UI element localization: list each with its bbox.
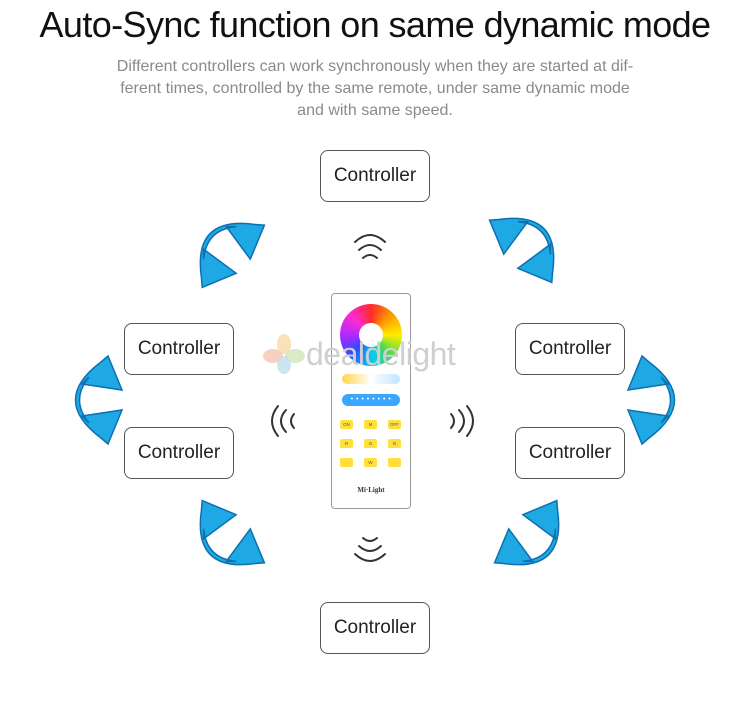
- sync-arrow-top-right-icon: [478, 196, 576, 294]
- subtitle-line-2: ferent times, controlled by the same rem…: [120, 80, 630, 97]
- signal-wave-top-icon: [354, 234, 386, 259]
- remote-button-off: OFF: [388, 420, 401, 429]
- controller-left-lower: Controller: [124, 427, 234, 479]
- remote-button-w: W: [364, 458, 377, 467]
- brightness-slider: • • • • • • • •: [342, 394, 400, 406]
- color-wheel-center: [359, 323, 383, 347]
- remote-button-r: R: [340, 439, 353, 448]
- signal-wave-right-icon: [450, 405, 474, 437]
- remote-button-on: ON: [340, 420, 353, 429]
- sync-arrow-bottom-left-icon: [178, 489, 276, 587]
- subtitle-line-3: and with same speed.: [297, 102, 453, 119]
- signal-wave-left-icon: [271, 405, 295, 437]
- controller-bottom: Controller: [320, 602, 430, 654]
- page-subtitle: Different controllers can work synchrono…: [75, 56, 675, 122]
- remote-control: • • • • • • • • ON M OFF R G B W Mi·Ligh…: [331, 293, 411, 509]
- watermark-flower-icon: [263, 334, 305, 374]
- remote-button-speed-up: [388, 458, 401, 467]
- controller-left-upper: Controller: [124, 323, 234, 375]
- sync-arrow-top-left-icon: [178, 201, 276, 299]
- sync-arrow-bottom-right-icon: [483, 489, 581, 587]
- remote-button-g: G: [364, 439, 377, 448]
- color-wheel: [340, 304, 402, 366]
- signal-wave-bottom-icon: [354, 537, 386, 562]
- controller-right-lower: Controller: [515, 427, 625, 479]
- remote-button-speed-down: [340, 458, 353, 467]
- sync-arrow-left-icon: [74, 355, 123, 445]
- remote-button-b: B: [388, 439, 401, 448]
- sync-arrow-right-icon: [627, 355, 676, 445]
- remote-brand: Mi·Light: [357, 486, 385, 494]
- watermark-text: dealdelight: [306, 335, 456, 372]
- page-title: Auto-Sync function on same dynamic mode: [39, 4, 712, 45]
- subtitle-line-1: Different controllers can work synchrono…: [116, 58, 634, 75]
- controller-right-upper: Controller: [515, 323, 625, 375]
- remote-button-mode: M: [364, 420, 377, 429]
- controller-top: Controller: [320, 150, 430, 202]
- color-temperature-bar: [342, 374, 400, 384]
- watermark: dealdelight: [262, 334, 456, 374]
